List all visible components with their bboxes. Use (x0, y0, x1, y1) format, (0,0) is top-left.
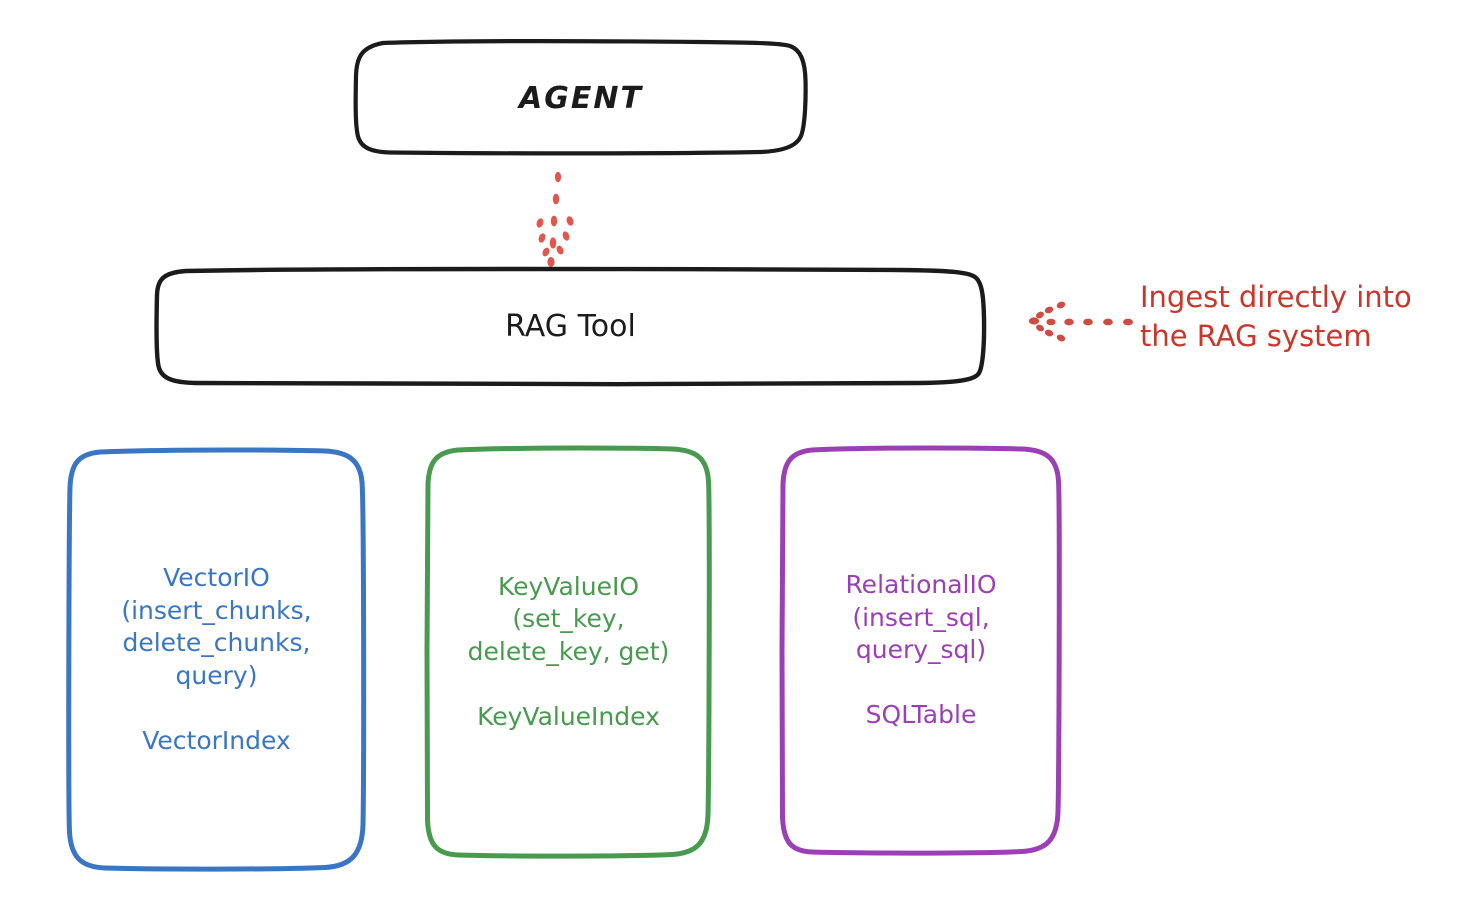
agent-to-rag-connector (536, 171, 574, 267)
rag-tool-box-outline[interactable] (154, 266, 987, 387)
relationalio-box-outline[interactable] (779, 445, 1062, 856)
vectorio-box-outline[interactable] (66, 447, 367, 872)
keyvalueio-box-outline[interactable] (424, 445, 712, 859)
agent-box-outline[interactable] (353, 38, 808, 156)
annotation-to-rag-connector (1028, 301, 1133, 342)
